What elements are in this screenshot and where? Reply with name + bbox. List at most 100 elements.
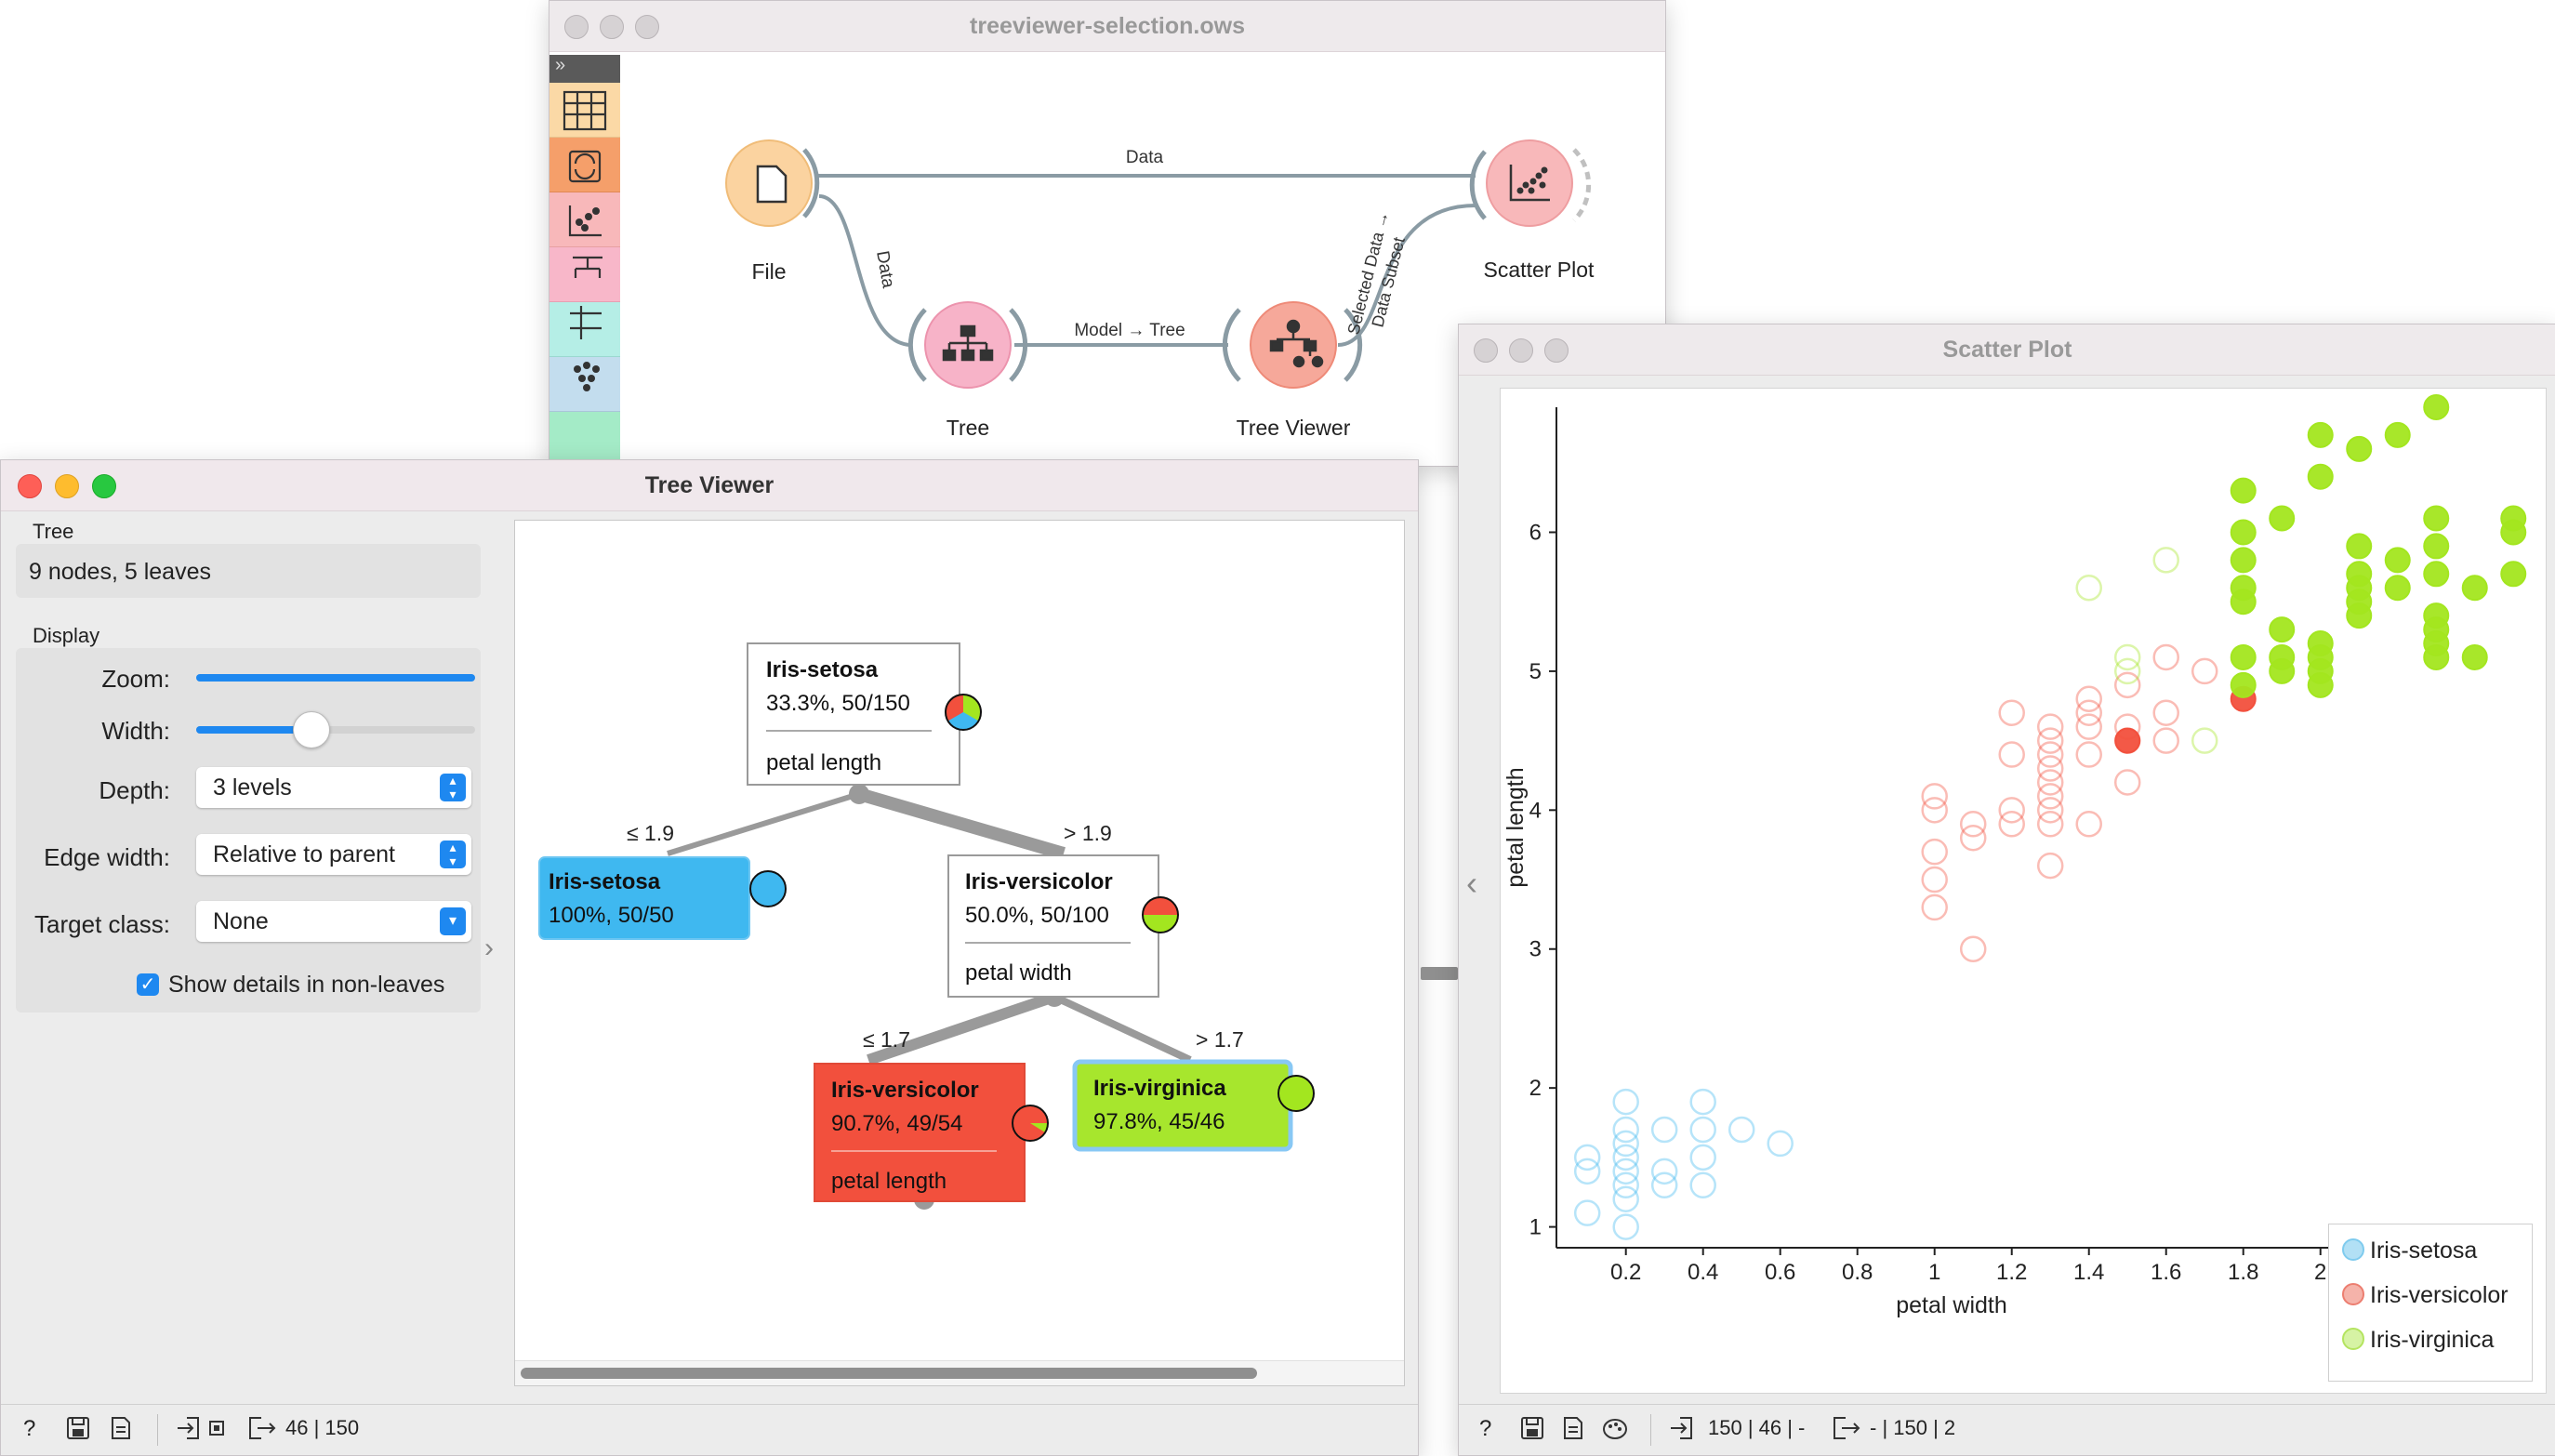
data-point [2461, 575, 2488, 602]
edge-width-select-value: Relative to parent [213, 841, 395, 867]
workflow-titlebar[interactable]: treeviewer-selection.ows [549, 1, 1665, 52]
tree-section-title: Tree [33, 520, 74, 543]
input-icon[interactable] [1669, 1416, 1697, 1444]
close-dot[interactable] [1474, 338, 1498, 363]
expand-toolbox-icon[interactable]: » [549, 55, 620, 83]
edge-width-select[interactable]: Relative to parent ▴▾ [196, 834, 471, 875]
data-point [2114, 727, 2141, 754]
edge-root-left [667, 791, 860, 856]
evaluate-icon[interactable] [549, 302, 620, 357]
tree-viewer-node-icon[interactable] [1250, 301, 1337, 389]
midleft-split: petal length [831, 1169, 947, 1194]
data-point [2423, 561, 2450, 588]
statusbar-divider [1650, 1414, 1651, 1446]
file-node-label: File [751, 259, 787, 284]
widget-toolbox: » [549, 55, 620, 466]
toolbox-glyphs [563, 90, 607, 339]
data-point [2423, 394, 2450, 420]
collapse-controls-icon[interactable]: › [484, 933, 494, 963]
help-icon[interactable]: ? [1479, 1416, 1492, 1441]
splitter-handle[interactable] [1421, 967, 1458, 980]
help-icon[interactable]: ? [23, 1416, 36, 1441]
data-point [1612, 1116, 1639, 1144]
tree-graph: ≤ 1.9 > 1.9 ≤ 1.7 > 1.7 Iris-setosa 33.3… [538, 642, 1315, 1210]
target-class-select[interactable]: None ▾ [196, 901, 471, 942]
close-button[interactable] [18, 474, 42, 498]
link-label-file-tree: Data [872, 249, 898, 290]
legend-marker-virginica [2342, 1328, 2364, 1350]
maximize-dot[interactable] [635, 15, 659, 39]
plot-area[interactable]: 0.20.40.60.811.21.41.61.822.22.4123456pe… [1500, 388, 2547, 1394]
display-section-title: Display [33, 624, 100, 647]
tree-viewer-window: Tree Viewer Tree 9 nodes, 5 leaves Displ… [0, 459, 1419, 1456]
data-point [1998, 797, 2025, 824]
output-summary: - | 150 | 2 [1870, 1416, 1956, 1439]
workflow-canvas[interactable]: Data Data Model → Tree Selected Data → D… [549, 1, 1665, 466]
tree-horizontal-scrollbar[interactable] [515, 1360, 1404, 1385]
save-icon[interactable] [1520, 1416, 1548, 1444]
scatter-plot-node-icon[interactable] [1486, 139, 1573, 227]
model-icon[interactable] [549, 247, 620, 302]
link-viewer-scatter[interactable] [1337, 204, 1476, 347]
data-point [1689, 1171, 1716, 1199]
expand-controls-icon[interactable]: ‹ [1466, 864, 1477, 902]
tree-viewer-titlebar[interactable]: Tree Viewer [1, 460, 1418, 511]
width-slider-track[interactable] [196, 711, 475, 748]
data-point [1921, 797, 1948, 824]
visual-settings-icon[interactable] [1602, 1416, 1630, 1444]
legend-item-setosa: Iris-setosa [2342, 1238, 2477, 1264]
minimize-dot[interactable] [600, 15, 624, 39]
minimize-button[interactable] [55, 474, 79, 498]
input-icon[interactable] [176, 1416, 204, 1444]
data-point [2307, 421, 2334, 448]
scatter-titlebar[interactable]: Scatter Plot [1459, 324, 2555, 376]
depth-select[interactable]: 3 levels ▴▾ [196, 767, 471, 808]
report-icon[interactable] [1561, 1416, 1589, 1444]
visualize-icon[interactable] [549, 192, 620, 247]
link-file-tree[interactable] [818, 194, 913, 347]
show-details-label[interactable]: Show details in non-leaves [168, 972, 445, 998]
edge-label-mid-right: > 1.7 [1196, 1027, 1244, 1052]
scatter-legend: Iris-setosa Iris-versicolor Iris-virgini… [2328, 1224, 2533, 1382]
zoom-slider[interactable] [196, 674, 475, 682]
tree-canvas[interactable]: ≤ 1.9 > 1.9 ≤ 1.7 > 1.7 Iris-setosa 33.3… [514, 520, 1405, 1386]
minimize-dot[interactable] [1509, 338, 1533, 363]
tree-scrollbar-thumb[interactable] [521, 1368, 1257, 1379]
tree-node-root[interactable]: Iris-setosa 33.3%, 50/150 petal length [747, 642, 982, 786]
updown-chevron-icon: ▴▾ [440, 774, 466, 801]
close-dot[interactable] [564, 15, 589, 39]
data-point [2384, 421, 2411, 448]
data-point [1612, 1088, 1639, 1116]
data-point [2307, 630, 2334, 657]
output-icon[interactable] [248, 1416, 276, 1444]
points-layer [1573, 394, 2527, 1240]
data-point [2036, 769, 2064, 796]
tree-viewer-title: Tree Viewer [644, 472, 774, 498]
data-point [2423, 505, 2450, 532]
maximize-dot[interactable] [1544, 338, 1569, 363]
report-icon[interactable] [109, 1416, 137, 1444]
show-details-checkbox[interactable]: ✓ [137, 973, 159, 996]
output-icon[interactable] [1833, 1416, 1860, 1444]
save-icon[interactable] [66, 1416, 94, 1444]
data-point [2346, 435, 2373, 462]
data-point [2036, 783, 2064, 810]
transform-icon[interactable] [549, 138, 620, 192]
midleft-pie-icon [1012, 1105, 1049, 1142]
midright-pie-icon [1278, 1075, 1315, 1112]
maximize-button[interactable] [92, 474, 116, 498]
x-axis-label: petal width [1896, 1292, 2007, 1318]
tree-node-versicolor[interactable]: Iris-versicolor 50.0%, 50/100 petal widt… [947, 854, 1179, 998]
data-point [2191, 657, 2218, 685]
width-slider-handle[interactable] [293, 711, 330, 748]
tree-viewer-statusbar: ? 46 | 150 [1, 1404, 1418, 1455]
data-point [2423, 533, 2450, 560]
y-tick-label: 2 [1529, 1076, 1542, 1101]
tree-node-setosa-leaf[interactable]: Iris-setosa 100%, 50/50 [538, 856, 787, 940]
tree-node-virginica-leaf[interactable]: Iris-virginica 97.8%, 45/46 [1072, 1059, 1315, 1152]
tree-info: 9 nodes, 5 leaves [29, 559, 211, 585]
x-tick-label: 1.4 [2073, 1260, 2104, 1285]
data-point [2500, 561, 2527, 588]
tree-node-versicolor-left[interactable]: Iris-versicolor 90.7%, 49/54 petal lengt… [814, 1063, 1049, 1202]
addons-icon[interactable] [549, 412, 620, 466]
